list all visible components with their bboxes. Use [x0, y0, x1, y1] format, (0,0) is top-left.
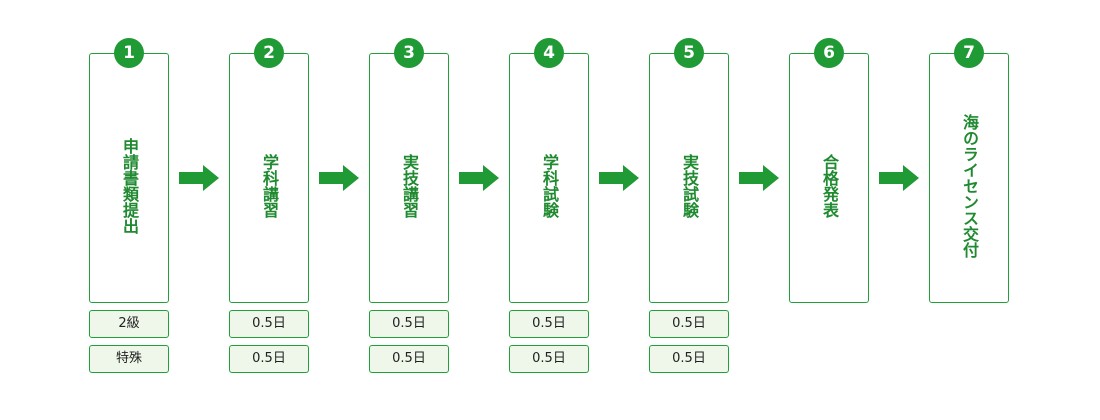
- step-label: 合格発表: [820, 154, 839, 218]
- step-number-badge: 5: [674, 38, 704, 68]
- step-tag-second: 特殊: [89, 345, 169, 373]
- step-number-badge: 4: [534, 38, 564, 68]
- step-label: 学科試験: [540, 154, 559, 218]
- step-number-badge: 6: [814, 38, 844, 68]
- right-arrow-icon: [319, 165, 359, 191]
- step-6: 6 合格発表: [789, 0, 869, 420]
- step-tag-second: 0.5日: [509, 345, 589, 373]
- step-tag-first: 0.5日: [649, 310, 729, 338]
- step-card: [649, 53, 729, 303]
- step-tag-first: 0.5日: [229, 310, 309, 338]
- step-number-badge: 7: [954, 38, 984, 68]
- step-tag-second: 0.5日: [649, 345, 729, 373]
- step-number-badge: 3: [394, 38, 424, 68]
- step-card: [369, 53, 449, 303]
- step-number-badge: 1: [114, 38, 144, 68]
- right-arrow-icon: [179, 165, 219, 191]
- step-7: 7 海のライセンス交付: [929, 0, 1009, 420]
- step-card: [89, 53, 169, 303]
- right-arrow-icon: [599, 165, 639, 191]
- step-3: 3 実技講習 0.5日 0.5日: [369, 0, 449, 420]
- step-2: 2 学科講習 0.5日 0.5日: [229, 0, 309, 420]
- step-label: 海のライセンス交付: [960, 114, 979, 258]
- step-5: 5 実技試験 0.5日 0.5日: [649, 0, 729, 420]
- step-card: [789, 53, 869, 303]
- step-tag-second: 0.5日: [369, 345, 449, 373]
- right-arrow-icon: [459, 165, 499, 191]
- step-label: 実技講習: [400, 154, 419, 218]
- right-arrow-icon: [739, 165, 779, 191]
- step-label: 実技試験: [680, 154, 699, 218]
- right-arrow-icon: [879, 165, 919, 191]
- step-tag-first: 0.5日: [369, 310, 449, 338]
- step-label: 申請書類提出: [120, 138, 139, 234]
- step-1: 1 申請書類提出 2級 特殊: [89, 0, 169, 420]
- step-4: 4 学科試験 0.5日 0.5日: [509, 0, 589, 420]
- step-card: [929, 53, 1009, 303]
- step-card: [509, 53, 589, 303]
- step-tag-first: 2級: [89, 310, 169, 338]
- step-tag-first: 0.5日: [509, 310, 589, 338]
- step-card: [229, 53, 309, 303]
- step-tag-second: 0.5日: [229, 345, 309, 373]
- step-label: 学科講習: [260, 154, 279, 218]
- step-number-badge: 2: [254, 38, 284, 68]
